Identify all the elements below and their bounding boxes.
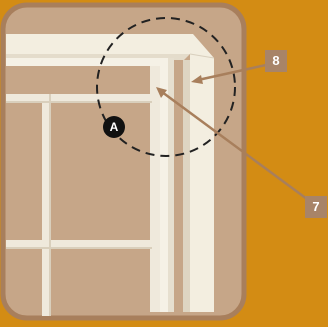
callout-label-8: 8 — [265, 50, 287, 72]
callout-label-7: 7 — [305, 196, 327, 218]
detail-marker-a: A — [103, 116, 125, 138]
